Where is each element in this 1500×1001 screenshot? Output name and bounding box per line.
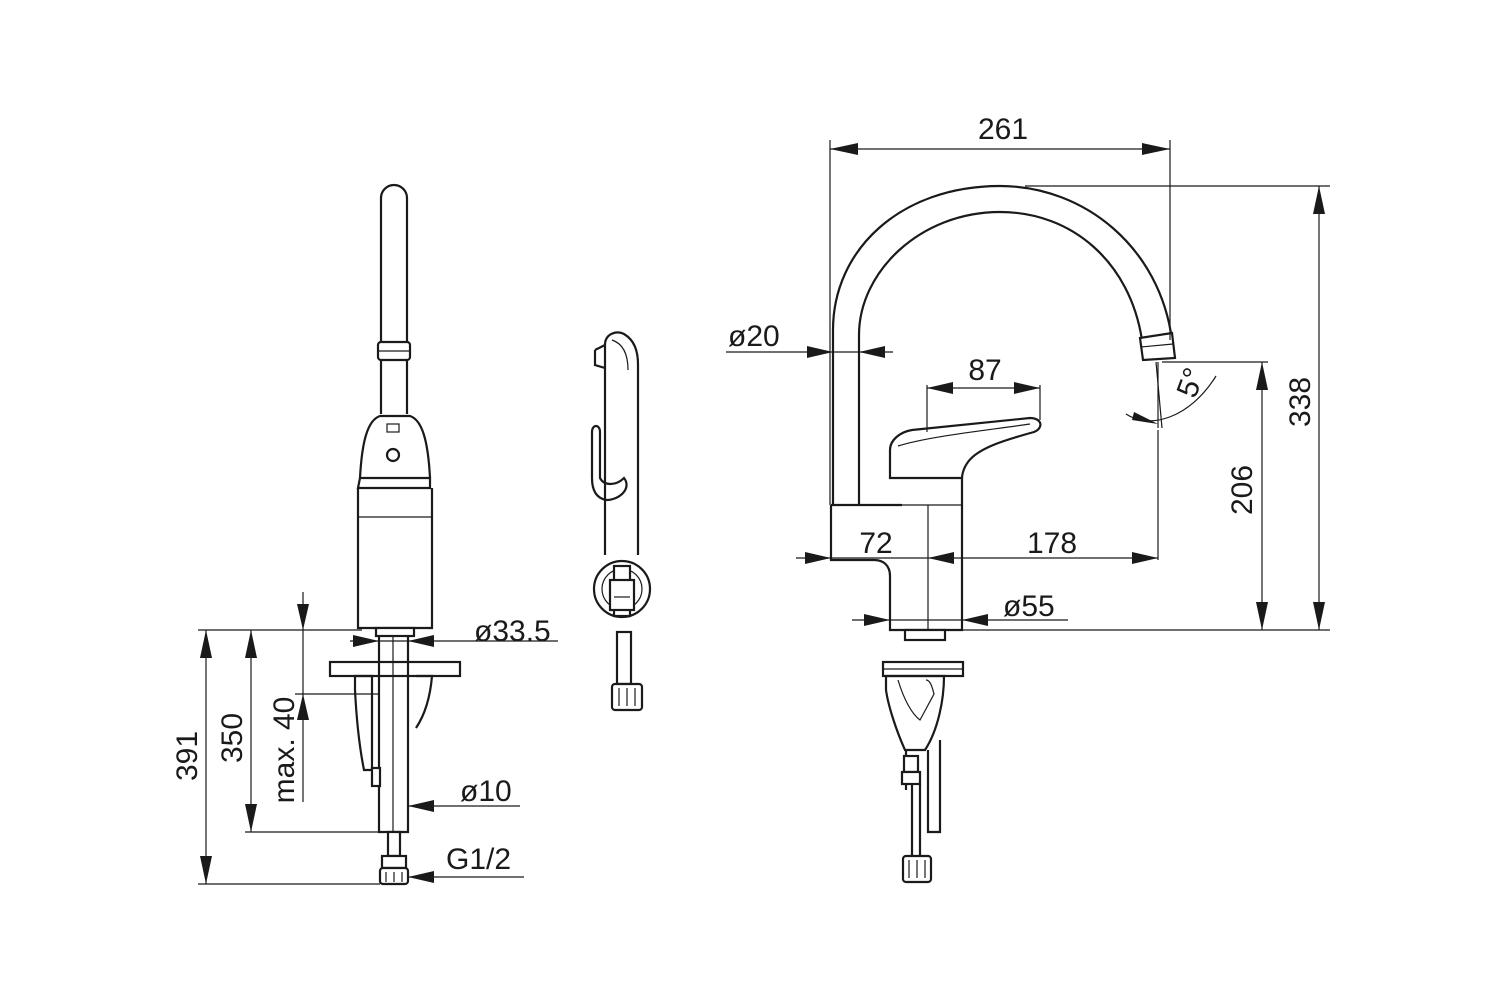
- dim-350: 350: [216, 713, 249, 763]
- elevation-lever: [888, 416, 1042, 480]
- front-head-indicator: [385, 447, 401, 463]
- dim-338: 338: [1284, 377, 1317, 427]
- dim-391: 391: [171, 731, 204, 781]
- dim-72: 72: [859, 527, 892, 560]
- dim-87: 87: [968, 354, 1001, 387]
- dimension-lines: [198, 140, 1330, 885]
- front-lower-tube: [379, 360, 409, 414]
- dim-max-40: max. 40: [268, 697, 301, 804]
- dim-thread-g12: G1/2: [446, 843, 511, 876]
- side-lever: [590, 424, 628, 502]
- side-connector: [615, 630, 633, 686]
- dim-diameter-20: ø20: [728, 320, 780, 353]
- front-spout-tube: [379, 183, 409, 345]
- dimension-labels: 261 338 ø20 87 5° 206 72 178 ø55 ø33.5 3…: [171, 113, 1317, 876]
- front-body: [356, 476, 432, 490]
- side-spout: [603, 331, 640, 555]
- dim-diameter-33-5: ø33.5: [474, 615, 551, 648]
- dim-diameter-10: ø10: [460, 775, 512, 808]
- elevation-bracket: [884, 674, 946, 752]
- dim-angle-5: 5°: [1171, 364, 1212, 402]
- dim-178: 178: [1027, 527, 1077, 560]
- dim-diameter-55: ø55: [1003, 590, 1055, 623]
- elevation-spout: [831, 184, 1174, 505]
- front-view: [328, 183, 462, 886]
- front-bracket: [353, 674, 374, 772]
- elevation-aerator: [1138, 331, 1177, 362]
- side-view: [590, 331, 652, 712]
- front-hose-connector: [386, 830, 402, 858]
- elevation-view: [829, 184, 1177, 884]
- front-mount-plate: [328, 660, 462, 678]
- elevation-body: [829, 478, 964, 632]
- front-head: [358, 414, 432, 479]
- dim-206: 206: [1226, 465, 1259, 515]
- dim-261: 261: [978, 113, 1028, 146]
